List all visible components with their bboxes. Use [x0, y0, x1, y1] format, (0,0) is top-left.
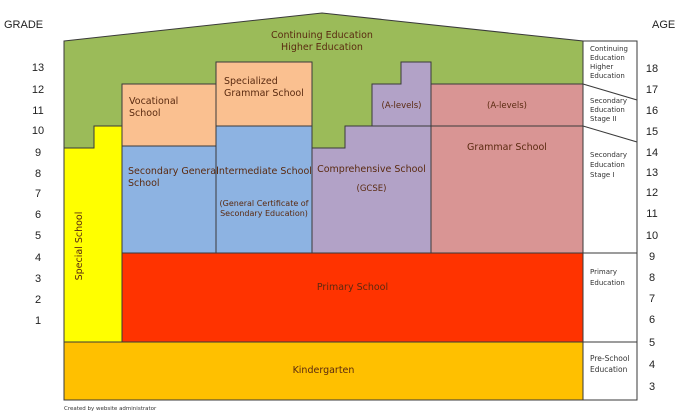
special-school-label: Special School	[74, 211, 85, 281]
legend-continuing-education: Continuing Education Higher Education	[590, 45, 628, 80]
age-tick: 8	[648, 272, 656, 284]
intermediate-school-label: Intermediate School	[216, 166, 312, 177]
legend-primary-education: Primary Education	[590, 268, 625, 287]
grade-tick: 2	[34, 294, 42, 306]
secondary-general-label: Secondary General School	[128, 166, 219, 189]
age-tick: 11	[646, 208, 658, 220]
grade-tick: 7	[34, 188, 42, 200]
legend-preschool-education: Pre-School Education	[590, 354, 630, 374]
special-school-block	[63, 125, 123, 343]
comprehensive-school-block	[311, 61, 432, 254]
primary-school-label: Primary School	[316, 282, 389, 293]
grade-tick: 9	[34, 147, 42, 159]
age-tick: 15	[645, 126, 659, 138]
legend-secondary-stage-1: Secondary Education Stage I	[590, 151, 628, 179]
age-tick: 16	[645, 105, 659, 117]
age-tick: 14	[645, 147, 659, 159]
higher-education-label: Continuing Education Higher Education	[271, 30, 373, 53]
specialized-grammar-label: Specialized Grammar School	[224, 76, 304, 99]
grade-tick: 4	[34, 252, 42, 264]
gcse-label: (GCSE)	[356, 184, 387, 194]
grade-tick: 8	[34, 168, 42, 180]
grammar-school-label: Grammar School	[467, 142, 547, 153]
age-tick: 9	[648, 251, 656, 263]
grade-tick: 11	[32, 105, 44, 117]
age-tick: 17	[645, 84, 659, 96]
age-tick: 5	[648, 337, 656, 349]
vocational-school-label: Vocational School	[129, 96, 179, 119]
legend-box	[582, 40, 638, 401]
grade-tick: 5	[34, 230, 42, 242]
age-tick: 6	[648, 314, 656, 326]
primary-school-block	[121, 252, 584, 343]
kindergarten-label: Kindergarten	[292, 365, 355, 376]
comprehensive-school-label: Comprehensive School	[317, 164, 426, 175]
age-tick: 10	[645, 230, 659, 242]
age-tick: 18	[645, 63, 659, 75]
age-tick: 12	[645, 187, 659, 199]
secondary-general-block	[121, 145, 217, 254]
specialized-grammar-block	[215, 61, 313, 127]
grade-tick: 3	[34, 273, 42, 285]
age-tick: 3	[648, 381, 656, 393]
kindergarten-block	[63, 341, 584, 401]
grammar-school-block	[430, 83, 584, 254]
age-tick: 7	[648, 293, 656, 305]
comprehensive-alevels-label: (A-levels)	[381, 101, 422, 111]
age-tick: 13	[645, 167, 659, 179]
grade-tick: 6	[34, 209, 42, 221]
grade-tick: 13	[31, 62, 45, 74]
intermediate-school-sublabel: (General Certificate of Secondary Educat…	[219, 199, 309, 218]
intermediate-school-block	[215, 125, 313, 254]
age-tick: 4	[648, 359, 656, 371]
grade-axis-title: GRADE	[4, 19, 44, 31]
age-axis-title: AGE	[652, 19, 676, 31]
credit-text: Created by website administrator	[64, 406, 157, 412]
grade-tick: 1	[34, 315, 42, 327]
grade-tick: 12	[31, 84, 45, 96]
legend-secondary-stage-2: Secondary Education Stage II	[590, 97, 628, 123]
grade-tick: 10	[31, 125, 45, 137]
grammar-alevels-label: (A-levels)	[487, 101, 527, 111]
